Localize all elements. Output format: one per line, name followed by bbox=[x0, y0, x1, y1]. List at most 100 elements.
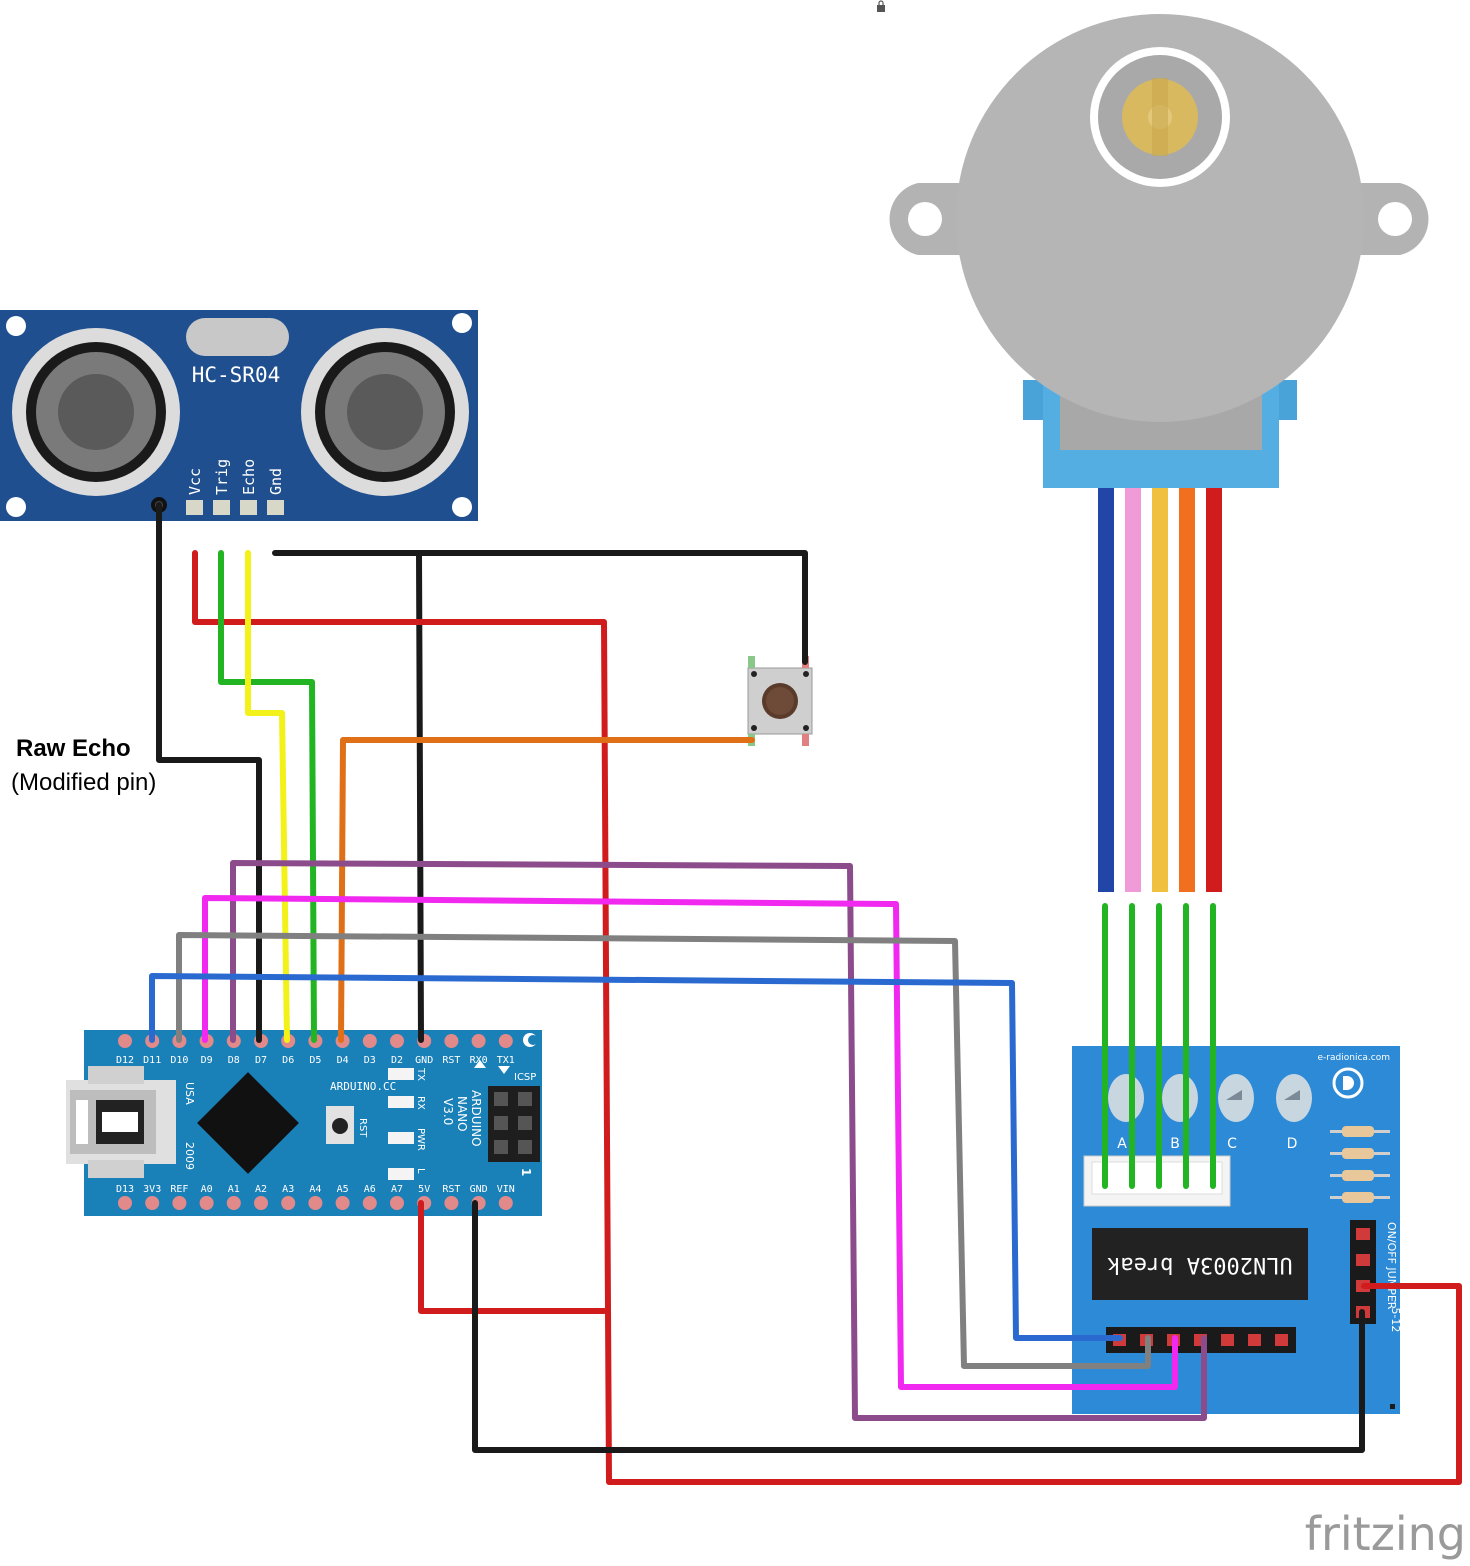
wire-driver-gnd bbox=[472, 1200, 1365, 1453]
usb-connector-icon bbox=[66, 1066, 176, 1178]
nano-bottom-pin-label: RST bbox=[442, 1184, 460, 1195]
nano-bottom-pin-row: D13 3V3 REF A0 A1 A2 A3 A4 A5 A6 A7 5V RST GND VIN bbox=[116, 1184, 515, 1210]
nano-top-pin-label: RST bbox=[442, 1055, 460, 1066]
push-button-icon bbox=[747, 656, 813, 746]
nano-bottom-pin-label: 5V bbox=[418, 1184, 430, 1195]
e-radionica-logo-icon bbox=[1332, 1067, 1364, 1099]
nano-bottom-pin-label: A7 bbox=[391, 1184, 403, 1195]
nano-top-pin-label: RX0 bbox=[470, 1055, 488, 1066]
nano-bottom-pin-hole bbox=[254, 1196, 268, 1210]
nano-bottom-pin-hole bbox=[199, 1196, 214, 1210]
sensor-pin-trig: Trig bbox=[213, 459, 231, 495]
wire-raw-echo bbox=[156, 502, 262, 1043]
hc-sr04-sensor: HC-SR04 Vcc Trig Echo Gnd bbox=[0, 310, 478, 521]
annotation-title: Raw Echo bbox=[16, 735, 131, 762]
wire-gnd-nano bbox=[416, 550, 424, 1043]
wire-d9 bbox=[202, 895, 1178, 1390]
nano-bottom-pin-label: REF bbox=[170, 1184, 188, 1195]
nano-top-pin-hole bbox=[471, 1034, 486, 1048]
nano-bottom-pin-hole bbox=[281, 1196, 296, 1210]
nano-top-pin-label: D10 bbox=[170, 1055, 188, 1066]
stepper-motor bbox=[889, 14, 1429, 892]
wires bbox=[149, 502, 1462, 1485]
wire-d8 bbox=[230, 860, 1207, 1421]
driver-led-label-c: C bbox=[1227, 1136, 1237, 1152]
nano-top-pin-label: D7 bbox=[255, 1055, 267, 1066]
nano-bottom-pin-label: GND bbox=[470, 1184, 488, 1195]
wire-echo bbox=[245, 550, 290, 1043]
nano-bottom-pin-label: A1 bbox=[228, 1184, 240, 1195]
nano-top-pin-label: D11 bbox=[143, 1055, 161, 1066]
nano-top-pin-label: GND bbox=[415, 1055, 433, 1066]
nano-top-pin-hole bbox=[362, 1034, 377, 1048]
nano-bottom-pin-label: A6 bbox=[364, 1184, 376, 1195]
nano-led-tx: TX bbox=[415, 1067, 426, 1081]
nano-bottom-pin-hole bbox=[335, 1196, 350, 1210]
driver-jumper-label: ON/OFF JUMPER bbox=[1385, 1222, 1398, 1310]
nano-brand: ARDUINO.CC bbox=[330, 1080, 396, 1093]
nano-model-line-1: ARDUINO bbox=[469, 1090, 483, 1147]
wire-d11 bbox=[149, 973, 1123, 1341]
nano-bottom-pin-hole bbox=[498, 1196, 513, 1210]
wire-button-d4 bbox=[338, 737, 755, 1043]
nano-top-pin-label: D6 bbox=[282, 1055, 294, 1066]
nano-led-rx: RX bbox=[415, 1096, 426, 1110]
nano-bottom-pin-label: A3 bbox=[282, 1184, 294, 1195]
nano-bottom-pin-hole bbox=[362, 1196, 377, 1210]
wire-5v bbox=[418, 1200, 607, 1314]
sensor-pin-echo: Echo bbox=[240, 459, 258, 495]
nano-bottom-pin-hole bbox=[390, 1196, 404, 1210]
nano-bottom-pin-label: A2 bbox=[255, 1184, 267, 1195]
driver-chip-label: ULN2003A break bbox=[1107, 1252, 1292, 1277]
nano-top-pin-hole bbox=[118, 1034, 132, 1048]
sensor-model-label: HC-SR04 bbox=[192, 363, 281, 387]
wire-vcc bbox=[192, 550, 1462, 1485]
nano-bottom-pin-label: A4 bbox=[309, 1184, 321, 1195]
nano-top-pin-label: D12 bbox=[116, 1055, 134, 1066]
wire-d10 bbox=[176, 932, 1151, 1369]
nano-bottom-pin-hole bbox=[145, 1196, 160, 1210]
nano-side-text-usa: USA bbox=[183, 1082, 196, 1105]
nano-bottom-pin-label: D13 bbox=[116, 1184, 134, 1195]
driver-site-label: e-radionica.com bbox=[1318, 1053, 1390, 1063]
nano-rst-label: RST bbox=[357, 1118, 368, 1138]
nano-icsp-label: ICSP bbox=[514, 1072, 536, 1083]
annotation-subtitle: (Modified pin) bbox=[11, 769, 156, 796]
fritzing-watermark: fritzing bbox=[1305, 1507, 1466, 1561]
nano-top-pin-label: D8 bbox=[228, 1055, 240, 1066]
driver-led-label-b: B bbox=[1170, 1136, 1180, 1152]
lock-icon bbox=[877, 0, 885, 12]
nano-icsp-pin1: 1 bbox=[519, 1168, 533, 1176]
driver-led-label-d: D bbox=[1287, 1136, 1298, 1152]
nano-bottom-pin-hole bbox=[118, 1196, 132, 1210]
nano-top-pin-label: TX1 bbox=[497, 1055, 515, 1066]
nano-led-pwr: PWR bbox=[415, 1128, 426, 1151]
sensor-pin-vcc: Vcc bbox=[186, 468, 204, 495]
nano-bottom-pin-hole bbox=[226, 1196, 241, 1210]
nano-top-pin-label: D3 bbox=[364, 1055, 376, 1066]
nano-bottom-pin-hole bbox=[308, 1196, 323, 1210]
driver-led-label-a: A bbox=[1117, 1136, 1127, 1152]
driver-resistors bbox=[1330, 1126, 1390, 1203]
driver-power-label: - 5-12 bbox=[1389, 1300, 1402, 1332]
nano-bottom-pin-label: 3V3 bbox=[143, 1184, 161, 1195]
nano-top-pin-row: D12 D11 D10 D9 D8 D7 D6 D5 D4 D3 D2 GND RST RX0 TX1 bbox=[116, 1034, 515, 1066]
nano-model-line-2: NANO bbox=[455, 1096, 469, 1132]
nano-top-pin-hole bbox=[498, 1034, 513, 1048]
nano-top-pin-label: D5 bbox=[309, 1055, 321, 1066]
nano-bottom-pin-label: A0 bbox=[201, 1184, 213, 1195]
nano-led-l: L bbox=[415, 1168, 426, 1174]
nano-top-pin-hole bbox=[444, 1034, 459, 1048]
nano-model-line-3: V3.0 bbox=[441, 1098, 455, 1125]
nano-bottom-pin-hole bbox=[172, 1196, 187, 1210]
wire-sensor-gnd-button bbox=[272, 550, 808, 665]
nano-bottom-pin-label: A5 bbox=[337, 1184, 349, 1195]
nano-top-pin-label: D9 bbox=[201, 1055, 213, 1066]
sensor-pin-gnd: Gnd bbox=[267, 468, 285, 495]
nano-bottom-pin-label: VIN bbox=[497, 1184, 515, 1195]
arduino-nano-board: USA 2009 RST TX RX PWR L ARDUINO.CC ARDU… bbox=[66, 1030, 542, 1216]
nano-bottom-pin-hole bbox=[444, 1196, 459, 1210]
nano-top-pin-label: D2 bbox=[391, 1055, 403, 1066]
nano-top-pin-label: D4 bbox=[337, 1055, 349, 1066]
